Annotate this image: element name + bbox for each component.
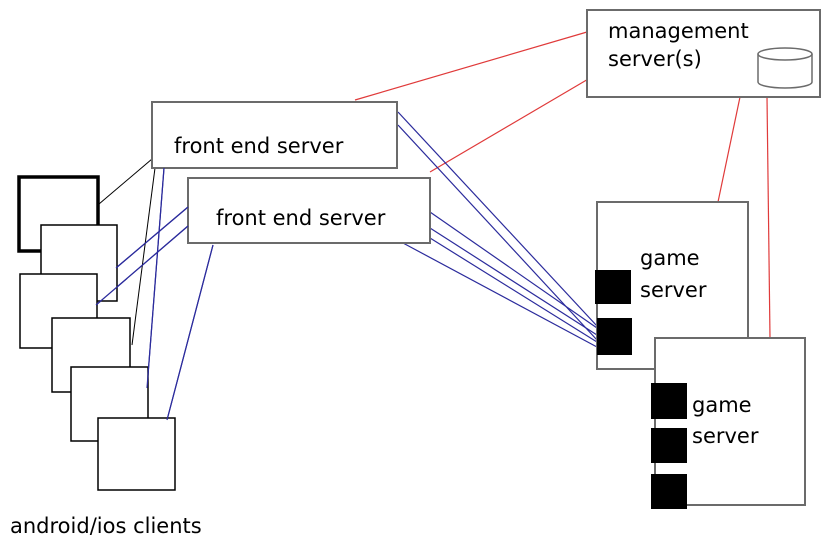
link-fe1-gs-a (397, 111, 598, 327)
management-label-line2: server(s) (608, 47, 702, 71)
management-label-line1: management (608, 19, 749, 43)
connector-client-fe1 (98, 158, 153, 205)
database-icon (757, 47, 813, 89)
link-fe2-gs-d (402, 242, 598, 348)
link-fe1-gs-b (397, 124, 598, 341)
client-link-overlay (95, 167, 214, 421)
front-end-server-2-label: front end server (216, 206, 386, 230)
link-fe2-gs-c (429, 237, 598, 343)
game-server-2-port-3 (651, 474, 687, 509)
link-fe2-gs-b (429, 227, 598, 336)
mgmt-link-gs1 (717, 96, 741, 203)
overlay-link-1 (146, 167, 165, 389)
front-end-server-1: front end server (151, 101, 398, 169)
client-device-6 (97, 417, 176, 491)
mgmt-link-fe1 (354, 31, 588, 101)
front-end-server-1-box (151, 101, 398, 169)
connector-client-fe1-b (131, 167, 156, 346)
mgmt-link-gs2 (766, 96, 771, 339)
front-end-server-2: front end server (187, 177, 431, 244)
mgmt-link-fe2 (429, 77, 591, 173)
game-server-1-label-line2: server (640, 278, 707, 302)
overlay-link-4 (95, 225, 189, 306)
client-connectors (98, 158, 156, 346)
management-server: management server(s) (586, 9, 821, 98)
game-server-1-port-2 (597, 318, 632, 355)
front-end-server-1-label: front end server (174, 134, 344, 158)
game-server-2-label-line2: server (692, 424, 759, 448)
management-links (354, 31, 771, 339)
clients-label: android/ios clients (10, 514, 202, 538)
clients-stack (17, 175, 176, 491)
link-fe2-gs-a (429, 211, 598, 329)
game-server-2-port-2 (651, 428, 687, 463)
game-server-2-label-line1: game (692, 393, 752, 417)
front-end-server-2-box (187, 177, 431, 244)
game-server-2-port-1 (651, 383, 687, 419)
overlay-link-3 (115, 206, 189, 269)
game-server-2: game server (651, 337, 806, 509)
overlay-link-2 (166, 244, 214, 421)
game-server-1-label-line1: game (640, 246, 700, 270)
game-server-1-port-1 (595, 270, 631, 304)
